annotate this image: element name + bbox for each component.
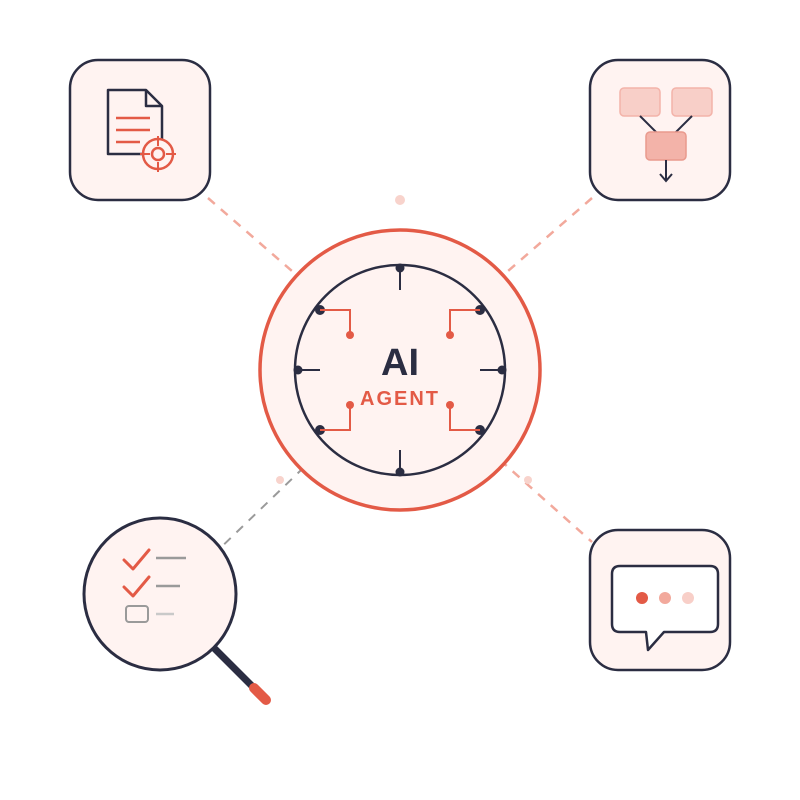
document-target-icon	[106, 88, 176, 172]
node-workflow[interactable]	[588, 58, 732, 202]
magnifier-lens	[82, 516, 238, 672]
hub-tick-dots	[293, 263, 507, 477]
node-workflow-card	[588, 58, 732, 202]
accent-dot	[395, 195, 405, 205]
node-document[interactable]	[68, 58, 212, 202]
connector-bottom-right	[499, 459, 593, 543]
hub-subtitle: AGENT	[360, 388, 440, 410]
hub-circuit-traces	[320, 309, 480, 431]
hub-title: AI	[381, 342, 419, 384]
magnifier-handle	[210, 644, 258, 692]
magnifier-handle-tip	[249, 683, 271, 705]
workflow-merge-icon	[619, 87, 713, 183]
node-chat[interactable]	[588, 528, 732, 672]
connector-top-right	[499, 197, 593, 279]
connector-top-left	[207, 197, 301, 279]
magnifier-checklist-icon	[122, 548, 186, 623]
ai-agent-hub: AI AGENT	[258, 228, 542, 512]
chat-bubble-icon	[610, 564, 720, 652]
node-magnifier[interactable]	[82, 516, 271, 705]
hub-circuit-dots	[346, 331, 454, 409]
accent-dot	[524, 476, 532, 484]
accent-dot	[276, 476, 284, 484]
